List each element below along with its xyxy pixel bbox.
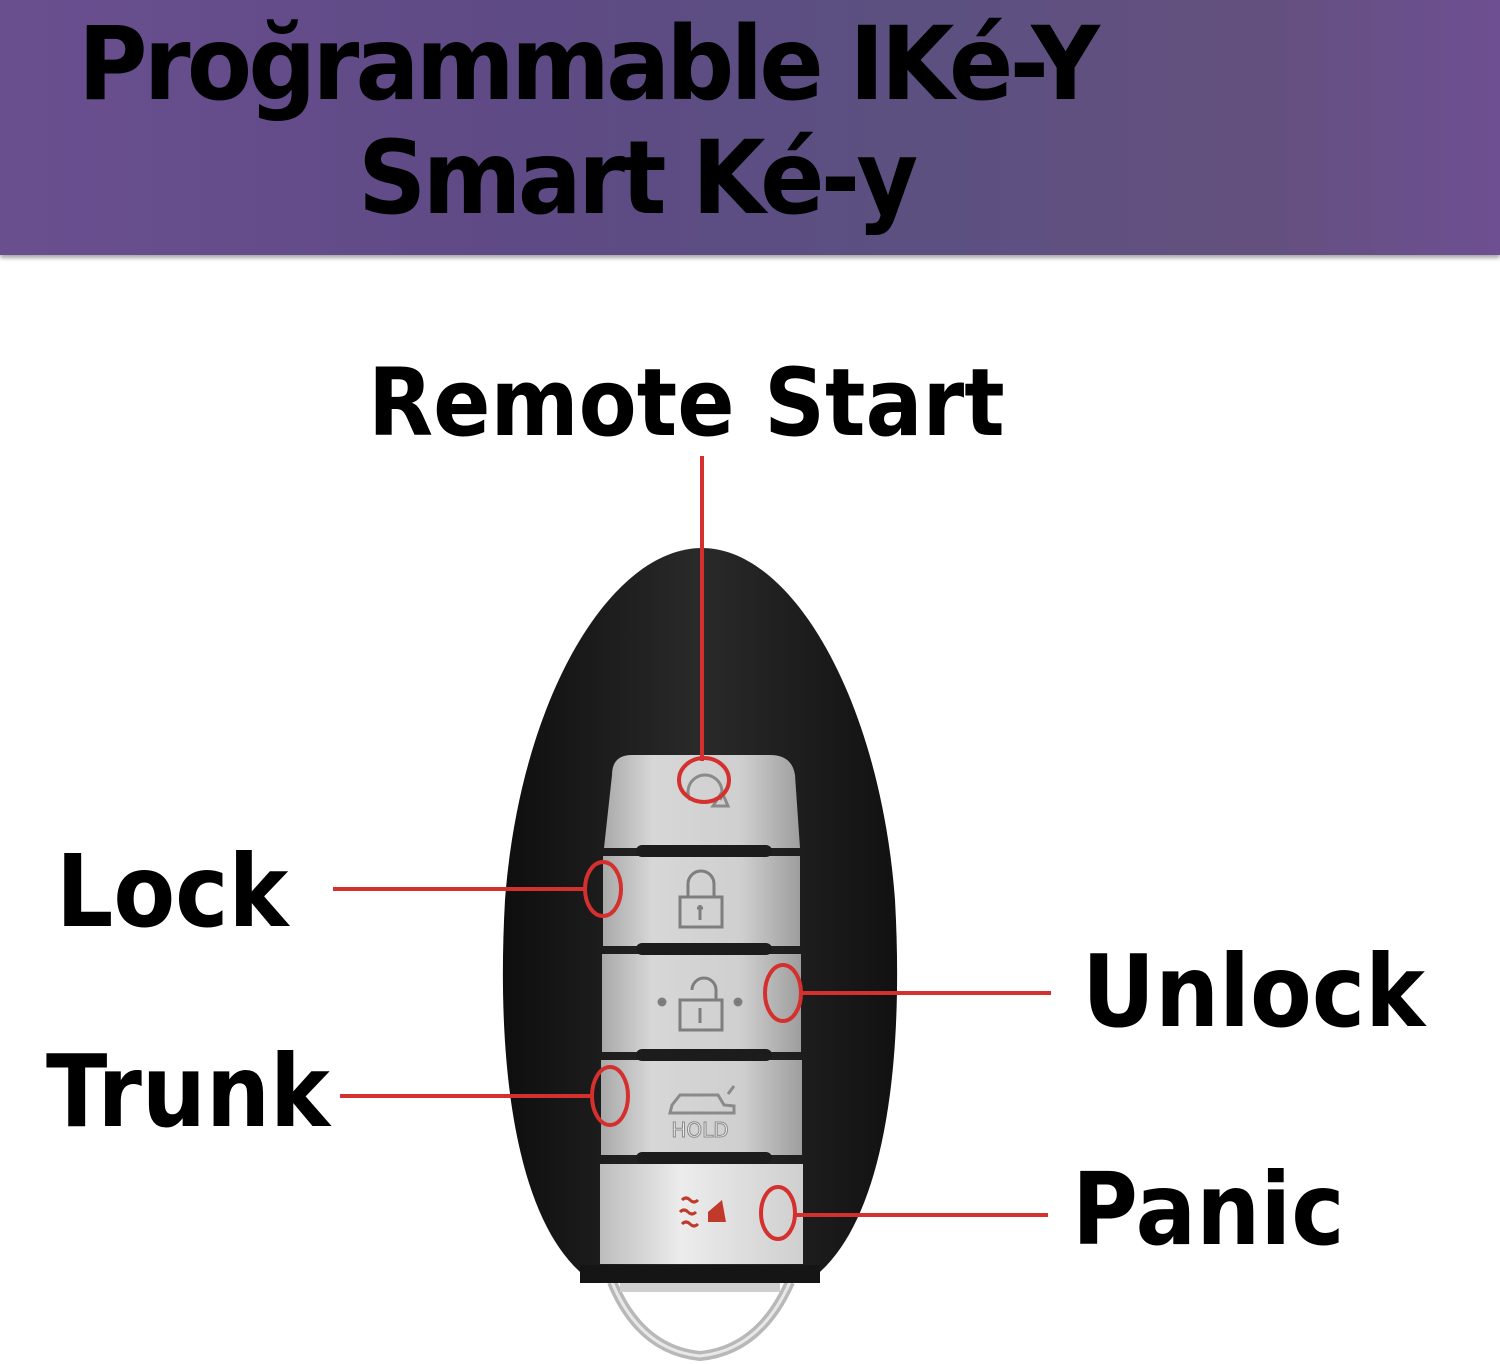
lock-marker: [583, 860, 623, 918]
panic-button: [600, 1164, 803, 1264]
banner-title-line1: Proğrammable IKé-Y: [78, 5, 1100, 124]
leader-line-remote-start: [700, 456, 704, 761]
leader-line-trunk: [340, 1094, 592, 1098]
callout-label-remote-start: Remote Start: [368, 349, 1005, 458]
car-trunk-icon: HOLD: [668, 1085, 736, 1143]
unlock-button: [602, 954, 801, 1052]
lock-button: [603, 856, 800, 946]
callout-label-panic: Panic: [1072, 1151, 1345, 1268]
leader-line-panic: [795, 1213, 1048, 1217]
callout-label-trunk: Trunk: [46, 1033, 330, 1150]
trunk-button: [601, 1060, 802, 1155]
banner-title-line2: Smart Ké-y: [358, 119, 918, 238]
leader-line-unlock: [801, 991, 1051, 995]
title-banner: Proğrammable IKé-Y Smart Ké-y: [0, 0, 1500, 255]
callout-label-unlock: Unlock: [1082, 933, 1426, 1050]
leader-line-lock: [333, 887, 585, 891]
remote-start-marker: [677, 756, 731, 804]
trunk-marker: [590, 1065, 630, 1127]
hold-text: HOLD: [671, 1118, 728, 1142]
key-ring-icon: [607, 1278, 795, 1362]
callout-label-lock: Lock: [56, 833, 289, 950]
lock-open-icon: [657, 976, 743, 1032]
horn-alarm-icon: [678, 1196, 726, 1228]
lock-closed-icon: [678, 869, 724, 929]
